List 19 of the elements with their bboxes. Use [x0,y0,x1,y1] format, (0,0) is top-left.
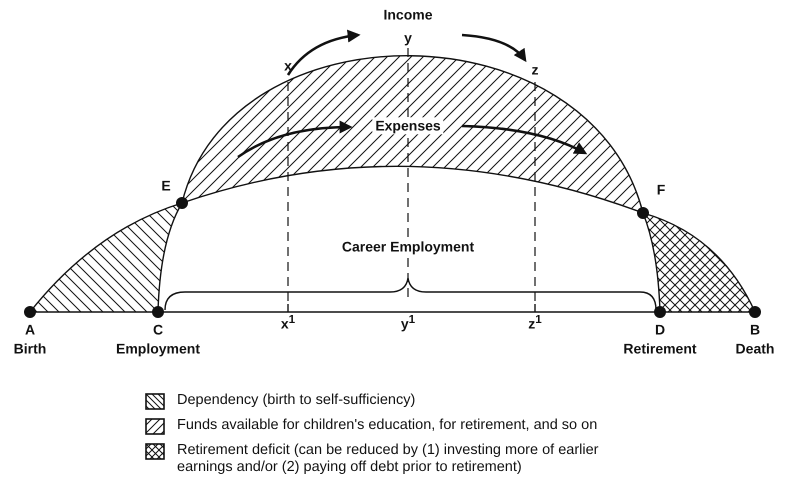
axis-label: z$^{1}$ [528,314,542,332]
point-letter: D [654,322,666,338]
axis-label: y$^{1}$ [400,314,416,332]
legend-text: Funds available for children's education, for retirement, and so on [177,417,598,434]
stage-label: Birth [14,341,46,357]
point-letter: A [24,322,36,338]
point-letter: C [152,322,164,338]
point-letter: B [750,322,760,338]
point-letter: z [532,62,538,78]
stage-label: Employment [116,341,200,357]
flow-label: Expenses [372,117,444,135]
point-letter: F [656,182,666,198]
point-letter: E [161,178,171,194]
stage-label: Death [736,341,774,357]
point-letter: y [404,30,412,46]
legend-text: Retirement deficit (can be reduced by (1) investing more of earlier earnings and/or (2) paying off debt prior to retirement) [177,442,600,477]
axis-label: x$^{1}$ [280,314,296,332]
legend-text: Dependency (birth to self-sufficiency) [177,392,416,410]
stage-label: Retirement [623,341,697,357]
